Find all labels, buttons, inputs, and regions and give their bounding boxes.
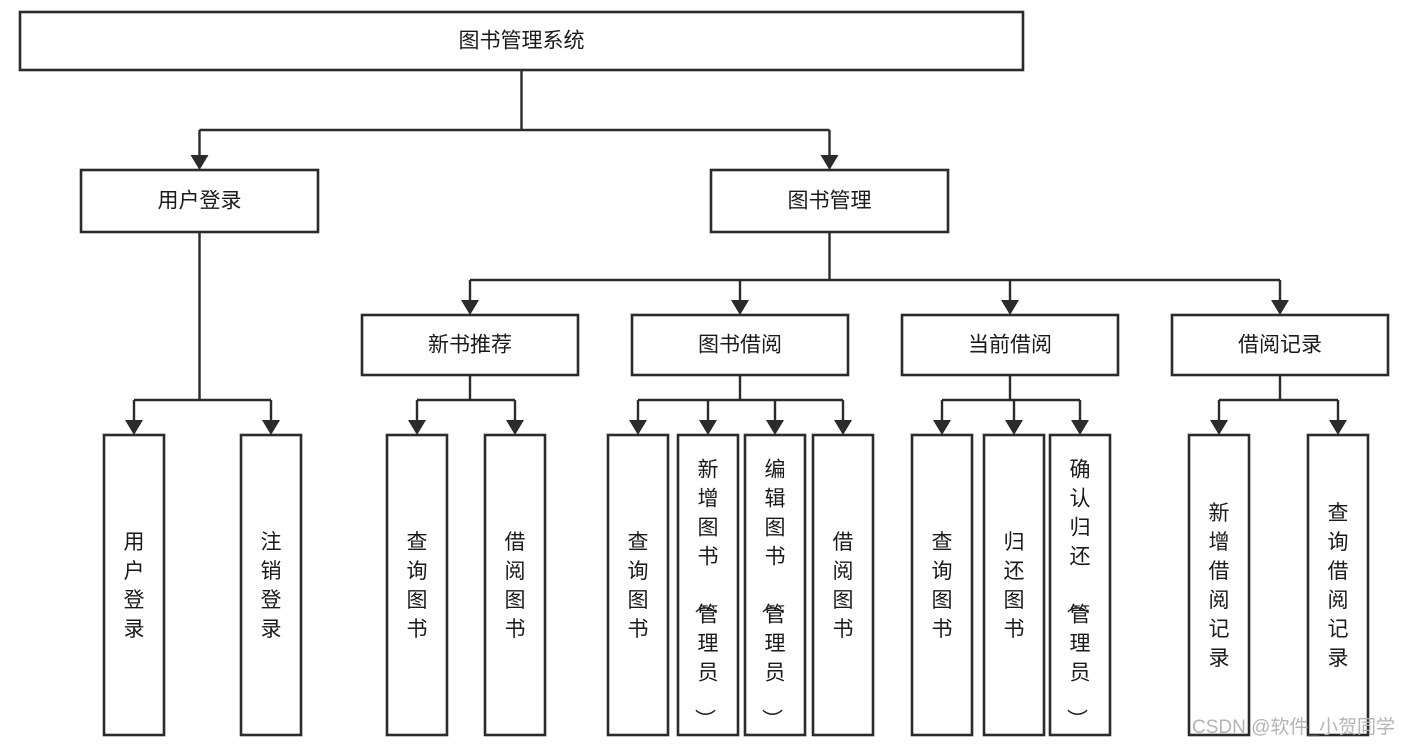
node-box-leaf-user-login[interactable] [102,433,166,737]
node-label-leaf-query-record: 查询借阅记录 [1328,502,1349,670]
node-box-leaf-query-book-c[interactable] [910,433,974,737]
node-label-leaf-edit-book: 编辑图书（管理员） [760,459,786,730]
node-leaf-edit-book[interactable]: 编辑图书（管理员） [743,433,807,737]
node-label-root: 图书管理系统 [459,30,585,53]
arrow-head-new-book-rec [461,300,479,315]
node-leaf-query-book-b[interactable]: 查询图书 [606,433,670,737]
watermark-label: CSDN @软件_小贺同学 [1192,716,1395,738]
arrow-head-leaf-confirm-return [1071,420,1089,435]
node-new-book-rec[interactable]: 新书推荐 [360,313,580,377]
node-box-leaf-edit-book[interactable] [743,433,807,737]
node-label-leaf-borrow-book-b: 借阅图书 [833,531,854,641]
node-label-leaf-add-book: 新增图书（管理员） [693,459,719,730]
node-box-leaf-add-book[interactable] [676,433,740,737]
node-leaf-user-logout[interactable]: 注销登录 [239,433,303,737]
arrow-head-book-borrow [731,300,749,315]
node-label-leaf-query-book-rec: 查询图书 [407,531,428,641]
node-box-user-login[interactable] [79,168,320,234]
node-label-leaf-user-login: 用户登录 [124,531,145,641]
node-label-borrow-record: 借阅记录 [1238,334,1322,357]
node-leaf-confirm-return[interactable]: 确认归还（管理员） [1048,433,1112,737]
arrow-head-user-login [190,155,209,170]
node-leaf-add-record[interactable]: 新增借阅记录 [1187,433,1251,737]
node-leaf-borrow-book-b[interactable]: 借阅图书 [811,433,875,737]
node-box-new-book-rec[interactable] [360,313,580,377]
arrow-head-leaf-query-book-rec [408,420,426,435]
node-leaf-borrow-book-rec[interactable]: 借阅图书 [483,433,547,737]
node-leaf-query-book-c[interactable]: 查询图书 [910,433,974,737]
node-box-leaf-borrow-book-rec[interactable] [483,433,547,737]
node-label-leaf-query-book-c: 查询图书 [932,531,953,641]
node-label-leaf-borrow-book-rec: 借阅图书 [505,531,526,641]
node-book-manage[interactable]: 图书管理 [709,168,950,234]
node-box-current-borrow[interactable] [900,313,1120,377]
node-box-book-manage[interactable] [709,168,950,234]
arrow-head-leaf-add-record [1210,420,1228,435]
node-box-leaf-query-book-b[interactable] [606,433,670,737]
node-label-leaf-user-logout: 注销登录 [261,531,282,641]
arrow-head-leaf-edit-book [766,420,784,435]
node-leaf-return-book[interactable]: 归还图书 [982,433,1046,737]
node-label-leaf-add-record: 新增借阅记录 [1209,502,1230,670]
node-label-current-borrow: 当前借阅 [968,334,1052,357]
node-label-leaf-confirm-return: 确认归还（管理员） [1065,459,1091,730]
arrow-head-leaf-user-login [125,420,143,435]
node-label-leaf-query-book-b: 查询图书 [628,531,649,641]
node-leaf-user-login[interactable]: 用户登录 [102,433,166,737]
arrow-head-leaf-borrow-book-rec [506,420,524,435]
arrow-head-current-borrow [1001,300,1019,315]
nodes-layer: 图书管理系统用户登录图书管理新书推荐图书借阅当前借阅借阅记录用户登录注销登录查询… [18,10,1390,737]
node-book-borrow[interactable]: 图书借阅 [630,313,850,377]
arrow-head-leaf-query-record [1329,420,1347,435]
connectors-layer [125,70,1347,435]
arrow-head-leaf-add-book [699,420,717,435]
node-box-leaf-add-record[interactable] [1187,433,1251,737]
node-leaf-query-record[interactable]: 查询借阅记录 [1306,433,1370,737]
node-label-book-borrow: 图书借阅 [698,334,782,357]
node-box-leaf-confirm-return[interactable] [1048,433,1112,737]
node-box-book-borrow[interactable] [630,313,850,377]
node-root[interactable]: 图书管理系统 [18,10,1025,72]
node-box-leaf-user-logout[interactable] [239,433,303,737]
node-label-user-login: 用户登录 [158,190,242,213]
node-box-leaf-return-book[interactable] [982,433,1046,737]
node-user-login[interactable]: 用户登录 [79,168,320,234]
watermark-layer: CSDN @软件_小贺同学 [1192,716,1395,738]
arrow-head-leaf-return-book [1005,420,1023,435]
node-box-leaf-borrow-book-b[interactable] [811,433,875,737]
node-box-root[interactable] [18,10,1025,72]
node-box-leaf-query-book-rec[interactable] [385,433,449,737]
node-box-leaf-query-record[interactable] [1306,433,1370,737]
node-current-borrow[interactable]: 当前借阅 [900,313,1120,377]
arrow-head-leaf-user-logout [262,420,280,435]
node-leaf-add-book[interactable]: 新增图书（管理员） [676,433,740,737]
node-box-borrow-record[interactable] [1170,313,1390,377]
node-label-leaf-return-book: 归还图书 [1004,531,1025,641]
node-borrow-record[interactable]: 借阅记录 [1170,313,1390,377]
node-label-new-book-rec: 新书推荐 [428,334,512,357]
arrow-head-borrow-record [1271,300,1289,315]
arrow-head-leaf-borrow-book-b [834,420,852,435]
node-label-book-manage: 图书管理 [788,190,872,213]
arrow-head-book-manage [820,155,839,170]
arrow-head-leaf-query-book-b [629,420,647,435]
arrow-head-leaf-query-book-c [933,420,951,435]
node-leaf-query-book-rec[interactable]: 查询图书 [385,433,449,737]
